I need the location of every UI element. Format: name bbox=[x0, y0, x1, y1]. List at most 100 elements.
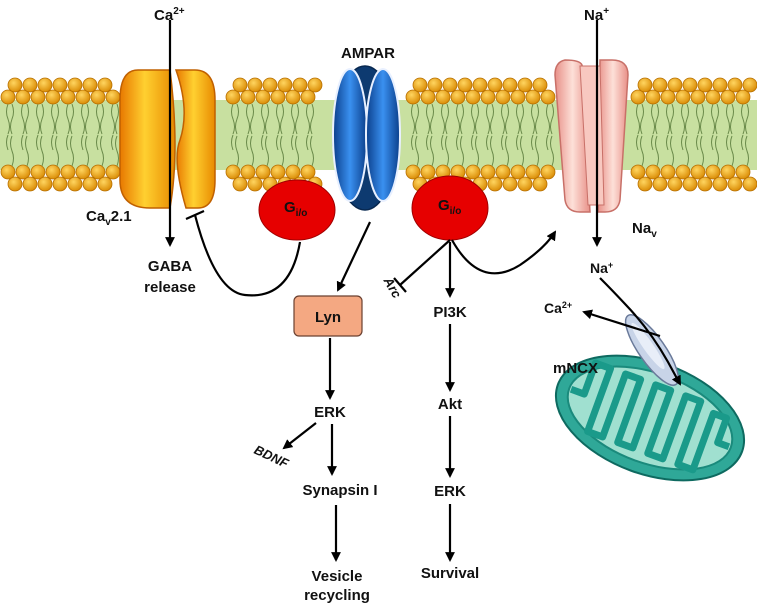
inhibition-bar-cav bbox=[185, 209, 205, 221]
gio-inhibits-cav-edge bbox=[193, 214, 302, 297]
lipid-head-inner bbox=[495, 164, 511, 180]
lipid-head-inner bbox=[637, 176, 653, 192]
lipid-tail bbox=[546, 103, 554, 167]
gio-protein-left: Gi/o bbox=[258, 179, 336, 241]
inhibition-bar-arc bbox=[393, 277, 407, 293]
cav21-label: Cav2.1 bbox=[86, 208, 132, 228]
lyn-label: Lyn bbox=[315, 309, 341, 326]
ampar-label: AMPAR bbox=[341, 45, 395, 62]
lipid-head-outer bbox=[472, 77, 488, 93]
lipid-head-outer bbox=[52, 77, 68, 93]
lipid-head-inner bbox=[90, 164, 106, 180]
lipid-head-outer bbox=[480, 89, 496, 105]
lipid-head-outer bbox=[420, 89, 436, 105]
lipid-tail bbox=[516, 103, 524, 167]
lipid-head-outer bbox=[682, 77, 698, 93]
mitochondrion bbox=[554, 354, 746, 482]
lipid-head-outer bbox=[37, 77, 53, 93]
lipid-head-outer bbox=[307, 77, 323, 93]
lipid-head-outer bbox=[705, 89, 721, 105]
cav21-channel bbox=[119, 69, 216, 209]
lipid-head-outer bbox=[742, 77, 757, 93]
gaba-label-line2: release bbox=[144, 279, 196, 296]
lipid-head-inner bbox=[525, 164, 541, 180]
lipid-tail bbox=[441, 103, 449, 167]
lipid-head-inner bbox=[517, 176, 533, 192]
lipid-head-outer bbox=[540, 89, 556, 105]
lipid-head-outer bbox=[7, 77, 23, 93]
survival-label: Survival bbox=[421, 565, 479, 582]
lipid-tail bbox=[501, 103, 509, 167]
lipid-tail bbox=[66, 103, 74, 167]
lipid-head-inner bbox=[682, 176, 698, 192]
gio-protein-right: Gi/o bbox=[411, 175, 489, 241]
lipid-head-inner bbox=[60, 164, 76, 180]
lipid-head-outer bbox=[90, 89, 106, 105]
lipid-heads-outer bbox=[0, 77, 757, 105]
lipid-head-outer bbox=[22, 77, 38, 93]
arc-label: Arc bbox=[380, 273, 405, 301]
lipid-head-inner bbox=[37, 176, 53, 192]
lipid-tail bbox=[426, 103, 434, 167]
nav-channel bbox=[554, 59, 629, 213]
lipid-head-outer bbox=[67, 77, 83, 93]
lipid-head-inner bbox=[240, 164, 256, 180]
lipid-head-inner bbox=[75, 164, 91, 180]
lipid-tail bbox=[111, 103, 119, 167]
lipid-head-inner bbox=[645, 164, 661, 180]
lipid-tail bbox=[531, 103, 539, 167]
lipid-head-inner bbox=[727, 176, 743, 192]
lipid-tail bbox=[306, 103, 314, 167]
lipid-head-outer bbox=[60, 89, 76, 105]
gio-left-label: Gi/o bbox=[284, 199, 307, 219]
lipid-tail bbox=[681, 103, 689, 167]
lipid-head-inner bbox=[67, 176, 83, 192]
ampar-channel bbox=[332, 65, 401, 211]
lipid-head-inner bbox=[285, 164, 301, 180]
lipid-tail bbox=[21, 103, 29, 167]
lipid-head-outer bbox=[285, 89, 301, 105]
lipid-tail bbox=[696, 103, 704, 167]
lipid-head-outer bbox=[105, 89, 121, 105]
lipid-head-inner bbox=[532, 176, 548, 192]
nav-label: Nav bbox=[632, 220, 657, 240]
ampar-right-subunit bbox=[365, 68, 401, 202]
lipid-head-inner bbox=[540, 164, 556, 180]
lipid-head-outer bbox=[412, 77, 428, 93]
lipid-head-outer bbox=[652, 77, 668, 93]
lipid-tail bbox=[96, 103, 104, 167]
gio-right-label: Gi/o bbox=[438, 197, 461, 217]
lipid-head-inner bbox=[7, 176, 23, 192]
lipid-head-inner bbox=[30, 164, 46, 180]
lipid-head-outer bbox=[232, 77, 248, 93]
vesicle-label-line2: recycling bbox=[304, 587, 370, 604]
lipid-head-inner bbox=[420, 164, 436, 180]
lipid-head-outer bbox=[240, 89, 256, 105]
lyn-node: Lyn bbox=[293, 295, 363, 337]
gaba-label-line1: GABA bbox=[148, 258, 192, 275]
gio-left-ellipse bbox=[258, 179, 336, 241]
lipid-head-outer bbox=[712, 77, 728, 93]
lipid-head-outer bbox=[735, 89, 751, 105]
lipid-head-outer bbox=[690, 89, 706, 105]
cav21-right-subunit bbox=[174, 69, 216, 209]
lipid-head-outer bbox=[0, 89, 16, 105]
lipid-head-outer bbox=[645, 89, 661, 105]
lipid-head-outer bbox=[300, 89, 316, 105]
lipid-head-inner bbox=[487, 176, 503, 192]
lipid-head-inner bbox=[735, 164, 751, 180]
lipid-head-outer bbox=[502, 77, 518, 93]
lipid-head-inner bbox=[82, 176, 98, 192]
lipid-tail bbox=[636, 103, 644, 167]
lipid-head-inner bbox=[255, 164, 271, 180]
lipid-head-inner bbox=[510, 164, 526, 180]
lipid-tail bbox=[741, 103, 749, 167]
lipid-head-outer bbox=[630, 89, 646, 105]
lipid-tail bbox=[51, 103, 59, 167]
akt-label: Akt bbox=[438, 396, 462, 413]
nav-right-subunit bbox=[597, 59, 629, 213]
lipid-head-outer bbox=[427, 77, 443, 93]
lipid-head-inner bbox=[270, 164, 286, 180]
mncx-label: mNCX bbox=[553, 360, 598, 377]
erk-to-bdnf-edge bbox=[282, 422, 317, 450]
